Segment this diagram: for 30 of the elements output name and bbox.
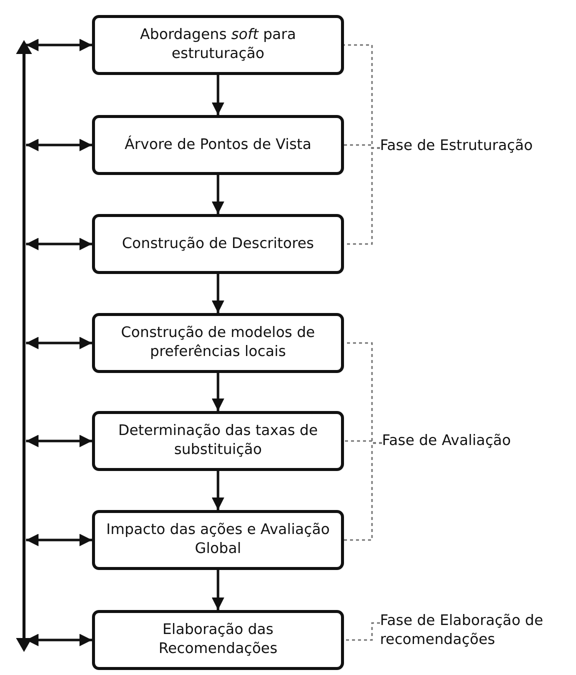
arrow — [26, 534, 92, 546]
arrow — [26, 38, 92, 52]
box-label: Impacto das ações e Avaliação Global — [105, 521, 331, 559]
process-box — [92, 115, 344, 175]
process-box — [92, 610, 344, 670]
dashed-bracket-line — [344, 147, 380, 245]
arrow — [26, 336, 92, 350]
arrow — [212, 274, 224, 313]
process-box — [92, 214, 344, 274]
box-label: Determinação das taxas de substituição — [117, 422, 319, 460]
dashed-bracket-line — [344, 622, 380, 641]
box-label: Elaboração das Recomendações — [158, 621, 278, 659]
arrow — [26, 238, 92, 250]
arrow — [212, 175, 224, 214]
double-arrow-bar — [14, 40, 34, 652]
arrow — [212, 373, 224, 411]
box-label: Abordagens soft para estruturação — [138, 26, 298, 64]
arrow — [26, 434, 92, 448]
arrow — [212, 75, 224, 115]
arrow — [26, 138, 92, 152]
box-label: Árvore de Pontos de Vista — [124, 136, 312, 154]
dashed-bracket-line — [344, 442, 382, 541]
arrow — [212, 471, 224, 510]
process-box — [92, 313, 344, 373]
box-label: Construção de Descritores — [122, 234, 314, 254]
box-label: Construção de modelos de preferências locais — [120, 324, 316, 362]
arrow — [212, 570, 224, 610]
process-box — [92, 15, 344, 75]
process-box — [92, 411, 344, 471]
process-box — [92, 510, 344, 570]
